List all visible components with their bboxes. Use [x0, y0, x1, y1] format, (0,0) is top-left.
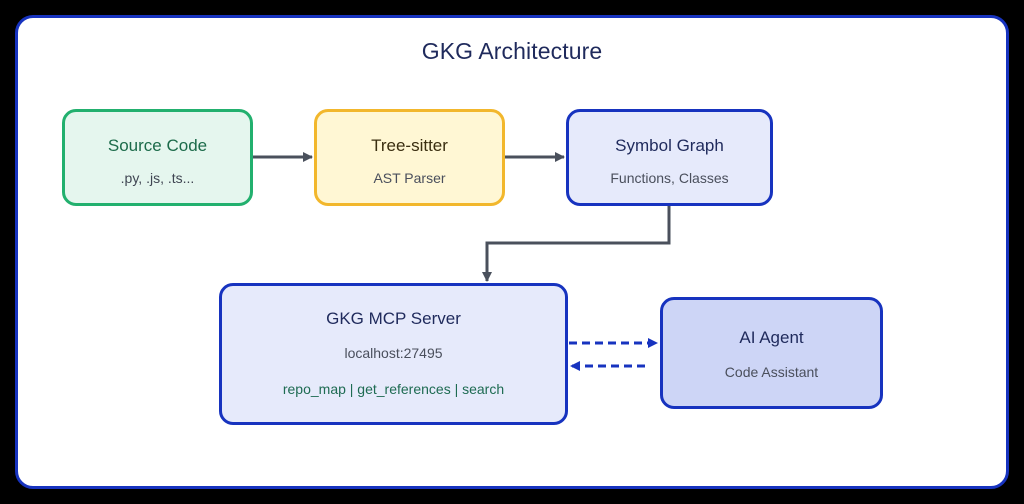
node-symbol-graph: Symbol Graph Functions, Classes [566, 109, 773, 206]
node-ai-agent-title: AI Agent [739, 328, 804, 347]
node-tree-sitter-subtitle: AST Parser [373, 170, 446, 186]
node-tree-sitter: Tree-sitter AST Parser [314, 109, 505, 206]
node-ai-agent-subtitle: Code Assistant [724, 364, 819, 380]
node-symbol-graph-title: Symbol Graph [615, 136, 724, 155]
diagram-title: GKG Architecture [421, 38, 603, 64]
node-symbol-graph-subtitle: Functions, Classes [610, 170, 729, 186]
node-mcp-server-tools: repo_map | get_references | search [282, 381, 505, 397]
node-mcp-server-address: localhost:27495 [344, 345, 443, 361]
node-source-code: Source Code .py, .js, .ts... [62, 109, 253, 206]
node-mcp-server: GKG MCP Server localhost:27495 repo_map … [219, 283, 568, 425]
node-source-code-subtitle: .py, .js, .ts... [120, 170, 195, 186]
node-mcp-server-title: GKG MCP Server [326, 309, 461, 328]
node-tree-sitter-title: Tree-sitter [371, 136, 448, 155]
node-source-code-title: Source Code [107, 136, 208, 155]
node-ai-agent: AI Agent Code Assistant [660, 297, 883, 409]
